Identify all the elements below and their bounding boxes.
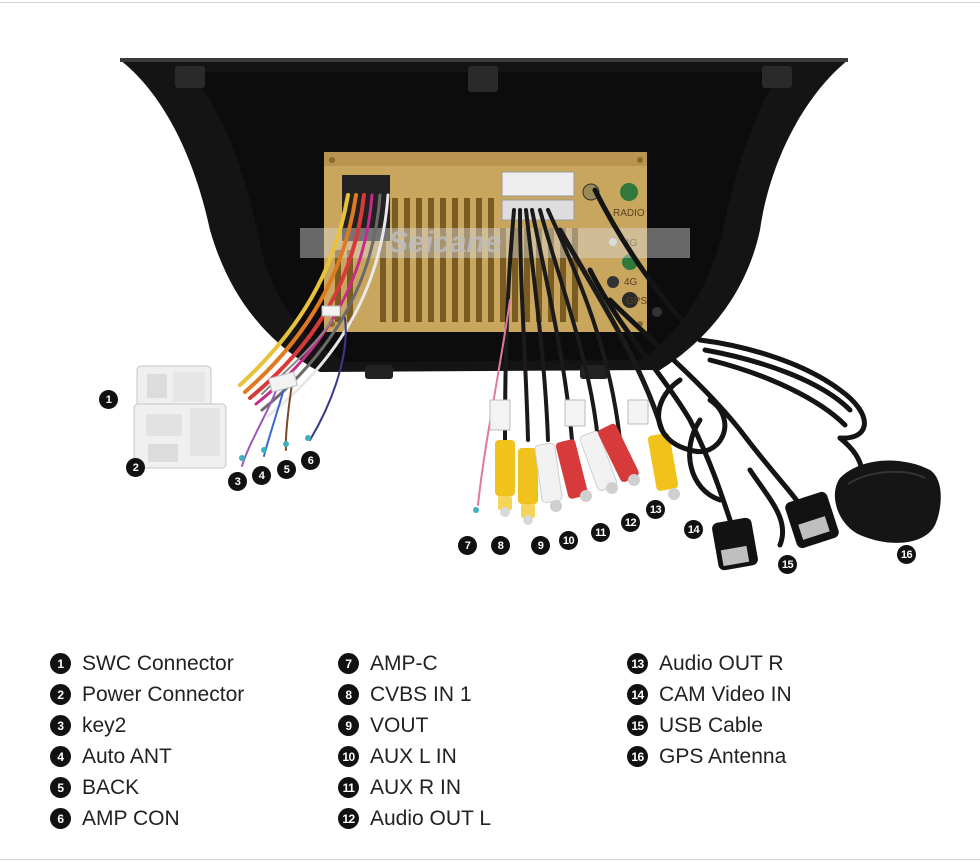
power-connector: [133, 403, 227, 469]
legend-item: 1 SWC Connector: [50, 648, 244, 679]
legend-label: USB Cable: [659, 713, 763, 737]
legend-number: 12: [338, 808, 359, 829]
legend-label: GPS Antenna: [659, 744, 787, 768]
callout-2: 2: [126, 458, 145, 477]
legend-number: 1: [50, 653, 71, 674]
legend-number: 4: [50, 746, 71, 767]
legend-item: 15 USB Cable: [627, 710, 792, 741]
legend-label: CVBS IN 1: [370, 682, 472, 706]
callout-11: 11: [591, 523, 610, 542]
usb-cables: [587, 267, 803, 548]
legend-label: BACK: [82, 775, 140, 799]
legend-label: AUX L IN: [370, 744, 457, 768]
legend-item: 5 BACK: [50, 772, 244, 803]
legend-number: 10: [338, 746, 359, 767]
port-4g-a: [620, 183, 638, 201]
legend-number: 2: [50, 684, 71, 705]
product-photo: RADIO 4G 4G GPS Seicane: [120, 58, 941, 571]
callout-13: 13: [646, 500, 665, 519]
callout-10: 10: [559, 531, 578, 550]
callout-1: 1: [99, 390, 118, 409]
legend-item: 4 Auto ANT: [50, 741, 244, 772]
rca-plug-white-2: [579, 430, 618, 494]
swc-connector: [136, 365, 212, 407]
callout-3: 3: [228, 472, 247, 491]
unit-port-label: 4G: [624, 238, 638, 249]
legend-item: 12 Audio OUT L: [338, 803, 491, 834]
legend-number: 5: [50, 777, 71, 798]
legend-number: 9: [338, 715, 359, 736]
legend-number: 3: [50, 715, 71, 736]
callout-16: 16: [897, 545, 916, 564]
legend-number: 13: [627, 653, 648, 674]
legend-number: 14: [627, 684, 648, 705]
legend-label: AUX R IN: [370, 775, 462, 799]
head-unit-back: RADIO 4G 4G GPS: [324, 152, 662, 332]
legend-number: 16: [627, 746, 648, 767]
legend-number: 6: [50, 808, 71, 829]
frame-clip: [762, 66, 792, 88]
legend-item: 13 Audio OUT R: [627, 648, 792, 679]
legend-item: 6 AMP CON: [50, 803, 244, 834]
legend-item: 9 VOUT: [338, 710, 491, 741]
legend-item: 2 Power Connector: [50, 679, 244, 710]
callout-9: 9: [531, 536, 550, 555]
legend-label: AMP-C: [370, 651, 438, 675]
legend-column-3: 13 Audio OUT R 14 CAM Video IN 15 USB Cable…: [627, 648, 792, 772]
callout-4: 4: [252, 466, 271, 485]
frame-clip: [468, 66, 498, 92]
rca-plug-red-1: [555, 439, 592, 502]
legend-item: 3 key2: [50, 710, 244, 741]
rca-plug-white-1: [534, 442, 563, 512]
rca-plug-yellow-1: [495, 440, 515, 517]
legend-label: VOUT: [370, 713, 429, 737]
legend-label: Power Connector: [82, 682, 245, 706]
unit-port-label: 4G: [624, 277, 638, 288]
watermark: Seicane: [388, 226, 501, 259]
usb-plug-2: [785, 491, 839, 549]
gps-port: [622, 292, 638, 308]
legend-item: 16 GPS Antenna: [627, 741, 792, 772]
legend-item: 7 AMP-C: [338, 648, 491, 679]
legend-number: 11: [338, 777, 359, 798]
callout-15: 15: [778, 555, 797, 574]
legend-label: Audio OUT R: [659, 651, 784, 675]
legend-label: CAM Video IN: [659, 682, 792, 706]
unit-port-label: GPS: [626, 296, 647, 307]
legend-item: 14 CAM Video IN: [627, 679, 792, 710]
usb-plug-1: [712, 517, 758, 571]
callout-14: 14: [684, 520, 703, 539]
legend-label: Audio OUT L: [370, 806, 492, 830]
legend-number: 8: [338, 684, 359, 705]
top-divider: [0, 2, 980, 3]
callout-6: 6: [301, 451, 320, 470]
rca-plug-yellow-cam: [647, 433, 680, 500]
callout-7: 7: [458, 536, 477, 555]
legend-item: 8 CVBS IN 1: [338, 679, 491, 710]
callout-8: 8: [491, 536, 510, 555]
legend-label: AMP CON: [82, 806, 180, 830]
callout-12: 12: [621, 513, 640, 532]
gps-antenna-module: [834, 460, 941, 543]
rca-plug-red-2: [598, 423, 640, 486]
legend-item: 10 AUX L IN: [338, 741, 491, 772]
legend-label: Auto ANT: [82, 744, 172, 768]
rca-plug-yellow-2: [518, 448, 538, 525]
legend-number: 7: [338, 653, 359, 674]
unit-port-label: RADIO: [613, 208, 645, 219]
callout-5: 5: [277, 460, 296, 479]
legend-item: 11 AUX R IN: [338, 772, 491, 803]
legend-number: 15: [627, 715, 648, 736]
legend-column-2: 7 AMP-C 8 CVBS IN 1 9 VOUT 10 AUX L IN 11 AUX…: [338, 648, 491, 834]
frame-clip: [175, 66, 205, 88]
legend-label: SWC Connector: [82, 651, 234, 675]
legend-label: key2: [82, 713, 127, 737]
bottom-divider: [0, 859, 980, 860]
